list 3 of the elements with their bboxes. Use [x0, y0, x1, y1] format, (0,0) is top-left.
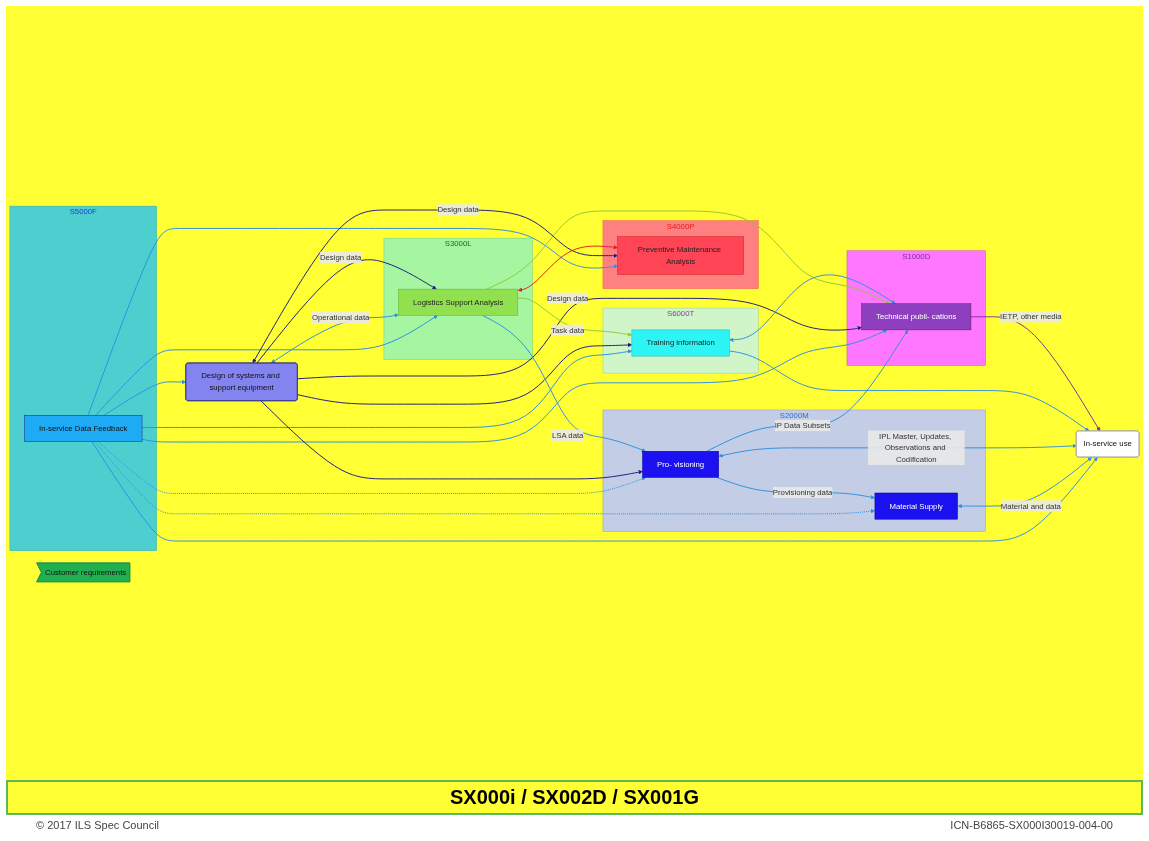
standard-names: SX000i / SX002D / SX001G	[449, 786, 699, 808]
figure-code: ICN-B6865-SX000I30019-004-00	[950, 819, 1113, 831]
copyright-note: © 2017 ILS Spec Council	[36, 819, 160, 831]
